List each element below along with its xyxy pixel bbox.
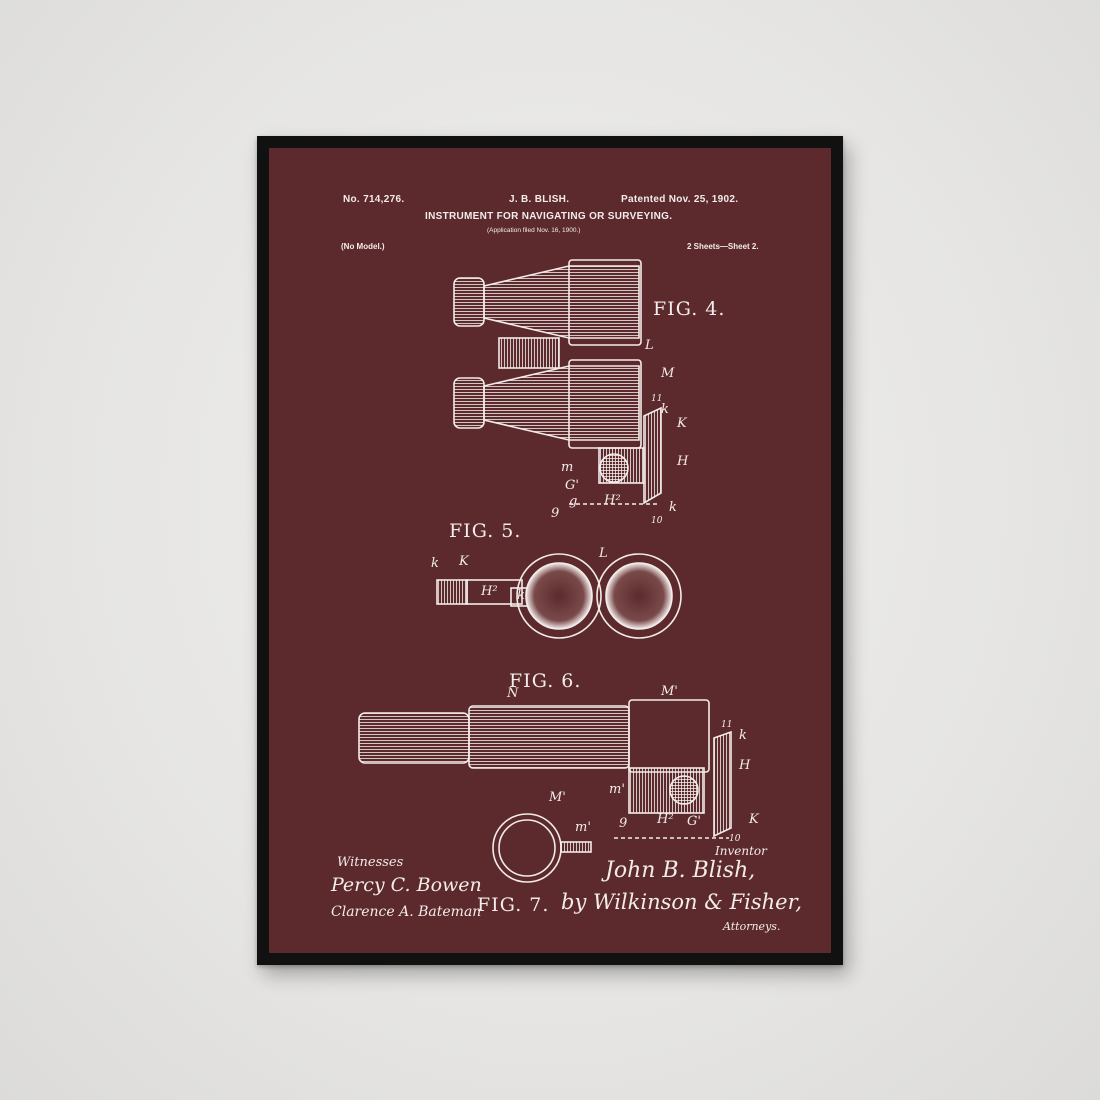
fig4-label: M [661, 366, 675, 381]
fig7-label: M' [549, 790, 566, 805]
fig5-binoculars-top [436, 553, 682, 639]
fig5-label: L [599, 546, 608, 561]
application-filed: (Application filed Nov. 16, 1900.) [487, 227, 581, 234]
fig6-label: 11 [721, 720, 733, 730]
patent-print: No. 714,276. J. B. BLISH. Patented Nov. … [269, 148, 831, 953]
fig4-label: G' [565, 478, 579, 493]
attorney-signature: by Wilkinson & Fisher, [561, 890, 803, 914]
fig6-label: M' [661, 684, 678, 699]
fig4-label: H [677, 454, 689, 469]
fig6-label: G' [687, 814, 701, 829]
inventor-label: Inventor [715, 844, 767, 858]
fig6-label: H [739, 758, 751, 773]
fig4-label: k [661, 402, 669, 417]
fig6-label: 10 [729, 834, 741, 844]
fig4-label: H² [604, 493, 621, 508]
fig5-title: FIG. 5. [449, 520, 522, 542]
fig7-ring [492, 813, 592, 883]
witness-signature-1: Percy C. Bowen [331, 874, 482, 896]
fig4-title: FIG. 4. [653, 298, 726, 320]
fig4-binoculars [453, 259, 662, 505]
fig6-title: FIG. 6. [509, 670, 582, 692]
patent-drawing [358, 259, 732, 883]
witnesses-label: Witnesses [337, 855, 404, 870]
patent-title: INSTRUMENT FOR NAVIGATING OR SURVEYING. [425, 211, 673, 222]
fig4-label: L [645, 338, 654, 353]
inventor-header: J. B. BLISH. [509, 194, 570, 205]
fig6-label: k [739, 728, 747, 743]
fig4-label: m [561, 460, 574, 475]
witness-signature-2: Clarence A. Bateman [331, 904, 482, 920]
patent-number: No. 714,276. [343, 194, 405, 205]
fig5-label: k [517, 588, 525, 603]
fig5-label: K [459, 554, 469, 569]
fig4-label: 10 [651, 516, 663, 526]
attorneys-label: Attorneys. [723, 920, 781, 933]
fig6-telescope [358, 699, 732, 839]
fig6-label: H² [657, 812, 674, 827]
fig6-label: K [749, 812, 759, 827]
fig7-label: m' [575, 820, 591, 835]
inventor-signature: John B. Blish, [605, 858, 756, 883]
no-model: (No Model.) [341, 242, 385, 251]
patented-date: Patented Nov. 25, 1902. [621, 194, 739, 205]
poster-frame: No. 714,276. J. B. BLISH. Patented Nov. … [257, 136, 843, 965]
fig5-label: k [431, 556, 439, 571]
fig4-label: 9 [551, 506, 560, 521]
sheets: 2 Sheets—Sheet 2. [687, 242, 759, 251]
fig6-label: 9 [619, 816, 628, 831]
fig5-label: H² [481, 584, 498, 599]
fig4-label: k [669, 500, 677, 515]
fig6-label: N [507, 686, 519, 701]
fig4-label: 11 [651, 394, 663, 404]
fig6-label: m' [609, 782, 625, 797]
fig4-label: K [677, 416, 687, 431]
fig4-label: g [569, 494, 578, 509]
fig7-title: FIG. 7. [477, 894, 550, 916]
